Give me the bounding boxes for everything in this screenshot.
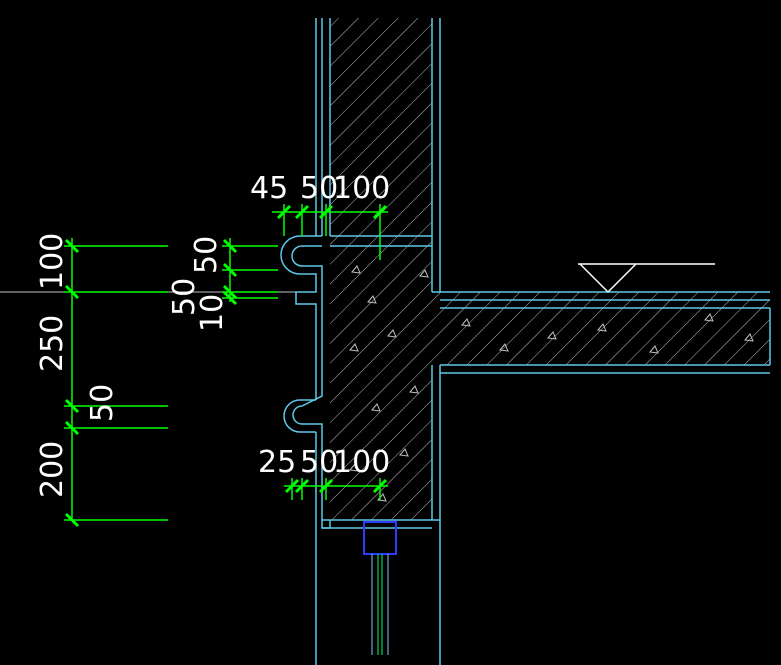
dim-bottom-50: 50: [300, 445, 338, 480]
dim-left-250: 250: [35, 315, 70, 372]
concrete-aggregate: [349, 265, 754, 502]
dim-left-200: 200: [35, 441, 70, 498]
dim-top-100: 100: [333, 171, 390, 206]
wall-outline: [280, 18, 771, 665]
dim-inner-10: 10: [195, 294, 230, 332]
dimension-ticks: [64, 204, 388, 528]
window-frame: [363, 521, 397, 655]
dim-inner-50-a: 50: [189, 236, 224, 274]
dim-left-50: 50: [85, 384, 120, 422]
dim-inner-50-b: 50: [167, 278, 202, 316]
dimension-labels: 45 50 100 25 50 100 100 250 50 200 50 50…: [35, 171, 390, 498]
dim-top-50: 50: [300, 171, 338, 206]
dim-bottom-25: 25: [258, 445, 296, 480]
dim-bottom-100: 100: [333, 445, 390, 480]
concrete-hatch: [330, 18, 770, 520]
triangle-level-icon: [578, 263, 715, 294]
dim-left-100: 100: [35, 233, 70, 290]
dim-top-45: 45: [250, 171, 288, 206]
